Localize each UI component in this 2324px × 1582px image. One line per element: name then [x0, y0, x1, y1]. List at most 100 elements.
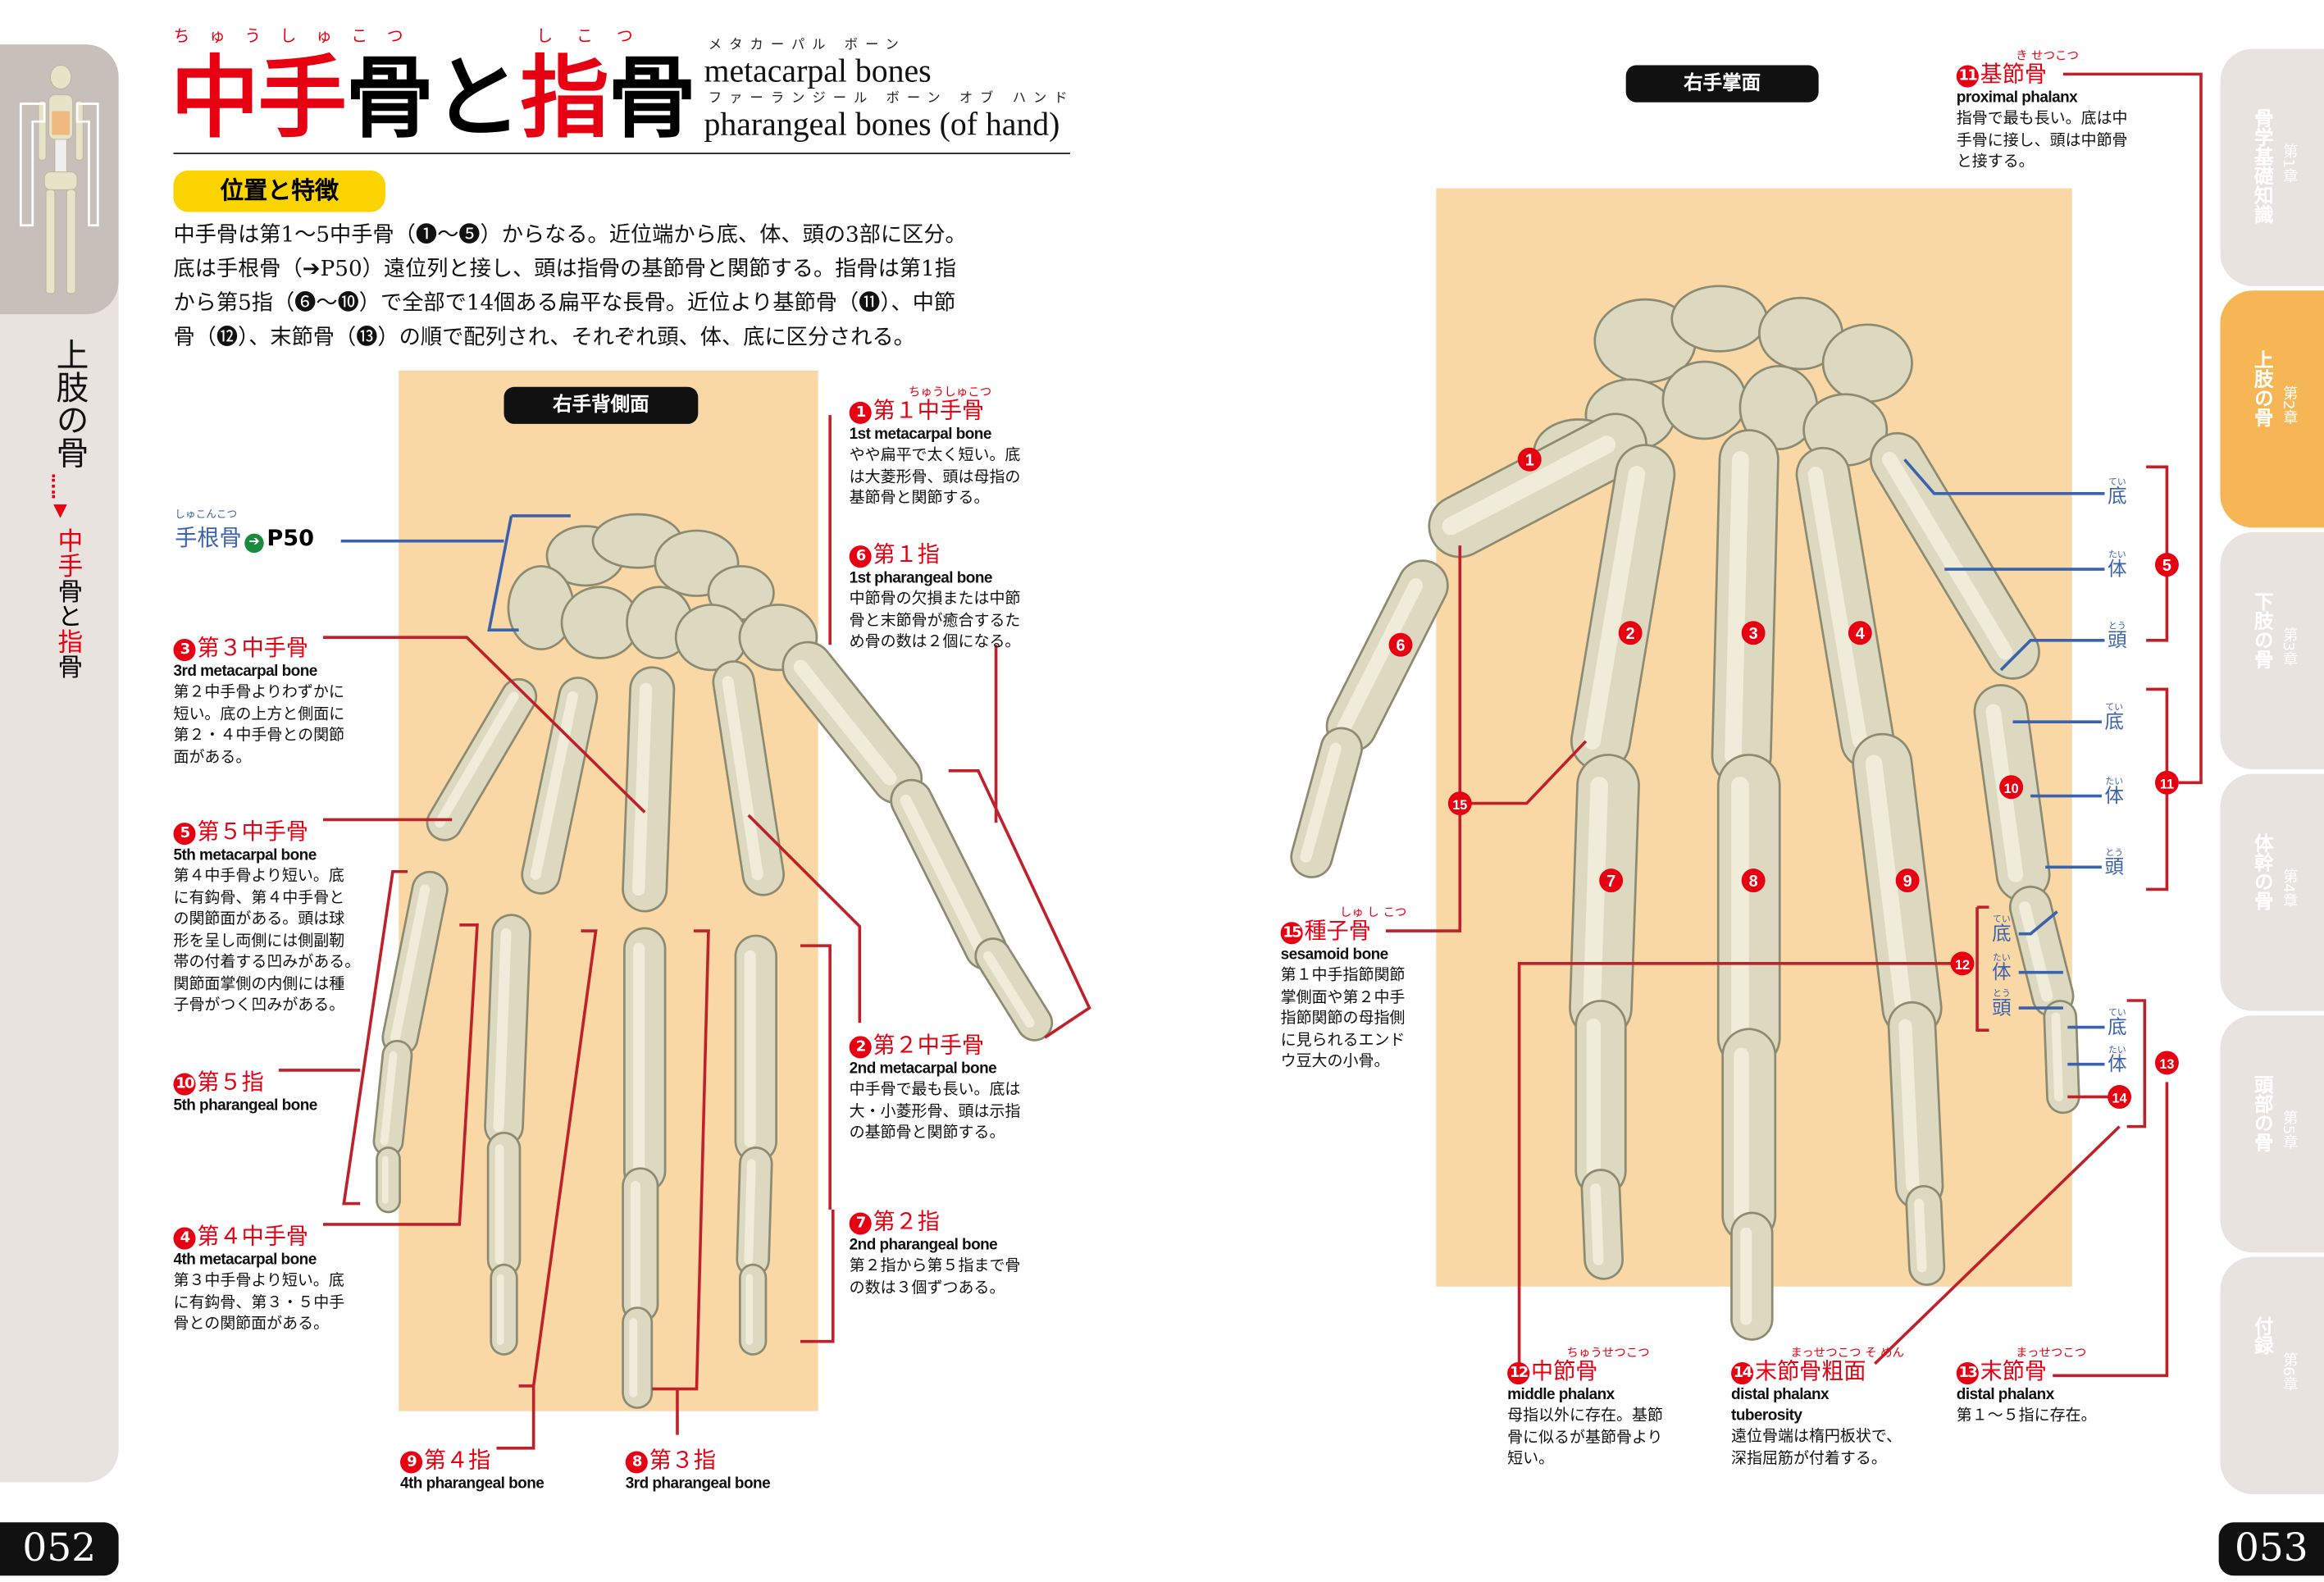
figure-badge: [2154, 1051, 2179, 1075]
label-description: と接する。: [1956, 153, 2035, 171]
carpal-page-link[interactable]: P50: [267, 524, 314, 552]
label-badge: 12: [1507, 1362, 1530, 1385]
figure-badge: [1950, 951, 1975, 976]
label-description: 子骨がつく凹みがある。: [173, 996, 345, 1014]
label-badge: 5: [173, 823, 196, 846]
chapter-tab-2[interactable]: 上肢の骨第2章: [2220, 290, 2324, 528]
leader-line: [1903, 458, 2105, 869]
label-description: 関節面掌側の内側には種: [173, 974, 345, 993]
leader-line: [948, 645, 1091, 1039]
bone-highlight: [2019, 901, 2053, 1002]
figure-badge-number: 10: [2004, 782, 2019, 796]
part-label-base: てい底: [2108, 476, 2127, 508]
bone-highlight: [900, 794, 986, 955]
label-description: に有鈎骨、第４中手骨と: [173, 888, 345, 907]
label-description: 形を呈し両側には側副靭: [173, 931, 345, 950]
part-label-base: てい底: [2108, 1008, 2127, 1039]
carpal-reference: 手根骨➔P50: [175, 524, 314, 554]
label-description: め骨の数は２個になる。: [849, 632, 1021, 651]
figure-badge-number: 15: [1452, 798, 1467, 813]
bone-highlight: [1898, 1019, 1920, 1193]
label-description: やや扁平で太く短い。底: [849, 446, 1021, 464]
page-link-arrow-icon: ➔: [244, 533, 264, 554]
right-figure-caption: 右手掌面: [1625, 65, 1819, 103]
label-description: 指骨で最も長い。底は中: [1956, 109, 2128, 128]
part-label-head: とう頭: [1992, 988, 2012, 1020]
title-en1: metacarpal bones: [704, 52, 932, 89]
left-hand-bones: [372, 513, 1054, 1409]
page-title: 中手骨と指骨: [170, 47, 697, 152]
label-description: 基節骨と関節する。: [849, 489, 990, 508]
body-text-line: から第5指（❻～❿）で全部で14個ある扁平な長骨。近位より基節骨（⓫）、中節: [173, 292, 956, 316]
skeleton-icon: [19, 65, 99, 294]
part-label-head: とう頭: [2104, 847, 2125, 879]
part-label-base: てい底: [2104, 702, 2125, 734]
label-english: 5th pharangeal bone: [173, 1096, 317, 1115]
leader-line: [323, 923, 479, 1226]
label-description: 指節関節の母指側: [1280, 1009, 1406, 1028]
label-description: は大菱形骨、頭は母指の: [849, 467, 1021, 486]
chapter-tab-4[interactable]: 体幹の骨第4章: [2220, 773, 2324, 1011]
part-label-body: たい体: [2108, 1045, 2127, 1077]
bone-highlight: [1583, 777, 1609, 1017]
label-description: 深指屈筋が付着する。: [1731, 1448, 1887, 1467]
leader-line: [278, 869, 408, 1206]
chapter-tab-1[interactable]: 骨学基礎知識第1章: [2220, 48, 2324, 286]
figure-badge: [1618, 621, 1643, 645]
figure-badge-number: 6: [1396, 636, 1405, 654]
figure-badge: [1999, 775, 2024, 800]
label-badge: 2: [849, 1036, 872, 1059]
leader-line: [1385, 545, 1462, 932]
part-label-head: とう頭: [2108, 621, 2127, 653]
label-english: distal phalanx: [1731, 1385, 1830, 1404]
chapter-tab-5[interactable]: 頭部の骨第5章: [2220, 1015, 2324, 1253]
sidebar-topic: 中手骨と指骨: [52, 527, 82, 679]
bone-highlight: [435, 691, 519, 828]
label-english: 4th pharangeal bone: [399, 1475, 545, 1493]
label-english: middle phalanx: [1507, 1385, 1615, 1404]
label-ruby: まっせつこつ そ めん: [1790, 1346, 1905, 1360]
bone-highlight: [1865, 755, 1912, 1017]
bone-highlight: [380, 1051, 398, 1146]
label-english: 4th metacarpal bone: [173, 1251, 317, 1270]
chapter-tab-3[interactable]: 下肢の骨第3章: [2220, 531, 2324, 770]
leader-line: [652, 929, 710, 1435]
skeleton-thumbnail: [0, 44, 119, 315]
label-badge: 6: [849, 545, 872, 568]
bone-highlight: [530, 691, 578, 880]
bone-highlight: [493, 928, 512, 1133]
leader-line: [2053, 999, 2169, 1378]
figure-badge-number: 8: [1749, 873, 1758, 891]
label-badge: 13: [1956, 1362, 1979, 1385]
figure-badge: [1741, 621, 1766, 645]
label-description: 大・小菱形骨、頭は示指: [849, 1101, 1021, 1120]
bone-highlight: [1882, 452, 2013, 660]
label-description: 面がある。: [173, 747, 252, 766]
bone-highlight: [1589, 1183, 1604, 1265]
label-description: 骨と末節骨が癒合するた: [849, 611, 1021, 630]
section-heading: 位置と特徴: [173, 170, 385, 212]
label-ruby: しゅ し こつ: [1339, 905, 1407, 919]
bone-highlight: [1442, 435, 1616, 536]
figure-badge-number: 9: [1903, 873, 1912, 891]
page-number-right: 053: [2218, 1522, 2324, 1576]
figure-badge-number: 7: [1606, 873, 1615, 891]
label-description: ウ豆大の小骨。: [1280, 1052, 1390, 1070]
sidebar-chapter: 上肢の骨: [50, 338, 88, 469]
title-ruby-1: ちゅうしゅこつ: [173, 26, 423, 47]
chapter-tab-6[interactable]: 付録第6章: [2220, 1256, 2324, 1494]
leader-line: [800, 944, 835, 1343]
label-badge: 9: [399, 1451, 423, 1474]
label-badge: 15: [1280, 922, 1303, 945]
carpal-bone: [674, 604, 749, 672]
label-badge: 10: [173, 1073, 196, 1096]
